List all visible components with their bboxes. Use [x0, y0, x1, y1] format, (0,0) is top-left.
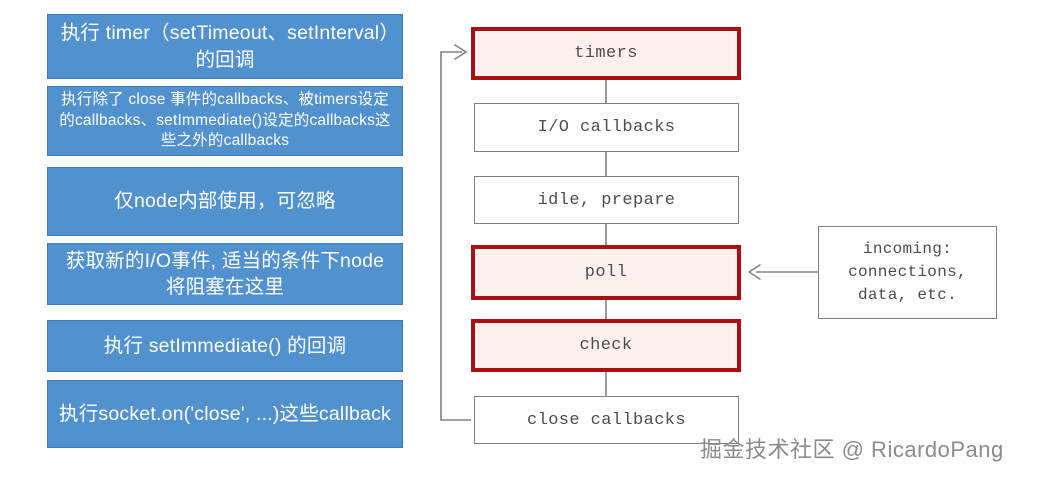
phase-io-callbacks-label: I/O callbacks [537, 118, 676, 137]
arrowhead-into-timers [454, 44, 467, 60]
phase-poll-label: poll [584, 263, 628, 282]
note-poll: 获取新的I/O事件, 适当的条件下node将阻塞在这里 [47, 243, 403, 305]
phase-timers-label: timers [574, 44, 638, 63]
note-close-callbacks-label: 执行socket.on('close', ...)这些callback [59, 402, 391, 425]
phase-close-callbacks-label: close callbacks [526, 410, 687, 430]
incoming-box: incoming: connections, data, etc. [818, 226, 997, 319]
note-poll-label: 获取新的I/O事件, 适当的条件下node将阻塞在这里 [65, 249, 385, 298]
phase-check: check [471, 319, 741, 372]
incoming-line-2: connections, [848, 262, 967, 281]
incoming-line-3: data, etc. [857, 286, 957, 305]
note-timers: 执行 timer（setTimeout、setInterval）的回调 [47, 14, 403, 79]
phase-timers: timers [471, 27, 741, 80]
note-io-callbacks: 执行除了 close 事件的callbacks、被timers设定的callba… [47, 86, 403, 156]
phase-io-callbacks: I/O callbacks [474, 103, 739, 152]
note-check: 执行 setImmediate() 的回调 [47, 320, 403, 372]
note-timers-label: 执行 timer（setTimeout、setInterval）的回调 [60, 22, 390, 71]
connector-feedback-loop [440, 51, 471, 421]
note-check-label: 执行 setImmediate() 的回调 [103, 334, 347, 357]
phase-idle-prepare: idle, prepare [474, 176, 739, 224]
phase-close-callbacks: close callbacks [474, 396, 739, 444]
note-idle-prepare-label: 仅node内部使用，可忽略 [114, 190, 336, 213]
phase-poll: poll [471, 245, 741, 300]
phase-check-label: check [579, 336, 633, 355]
incoming-line-1: incoming: [862, 239, 953, 258]
phase-idle-prepare-label: idle, prepare [537, 190, 676, 210]
watermark: 掘金技术社区 @ RicardoPang [700, 437, 1004, 462]
note-close-callbacks: 执行socket.on('close', ...)这些callback [47, 380, 403, 448]
note-idle-prepare: 仅node内部使用，可忽略 [47, 167, 403, 236]
arrowhead-into-poll [748, 264, 761, 280]
note-io-callbacks-label: 执行除了 close 事件的callbacks、被timers设定的callba… [59, 90, 391, 150]
